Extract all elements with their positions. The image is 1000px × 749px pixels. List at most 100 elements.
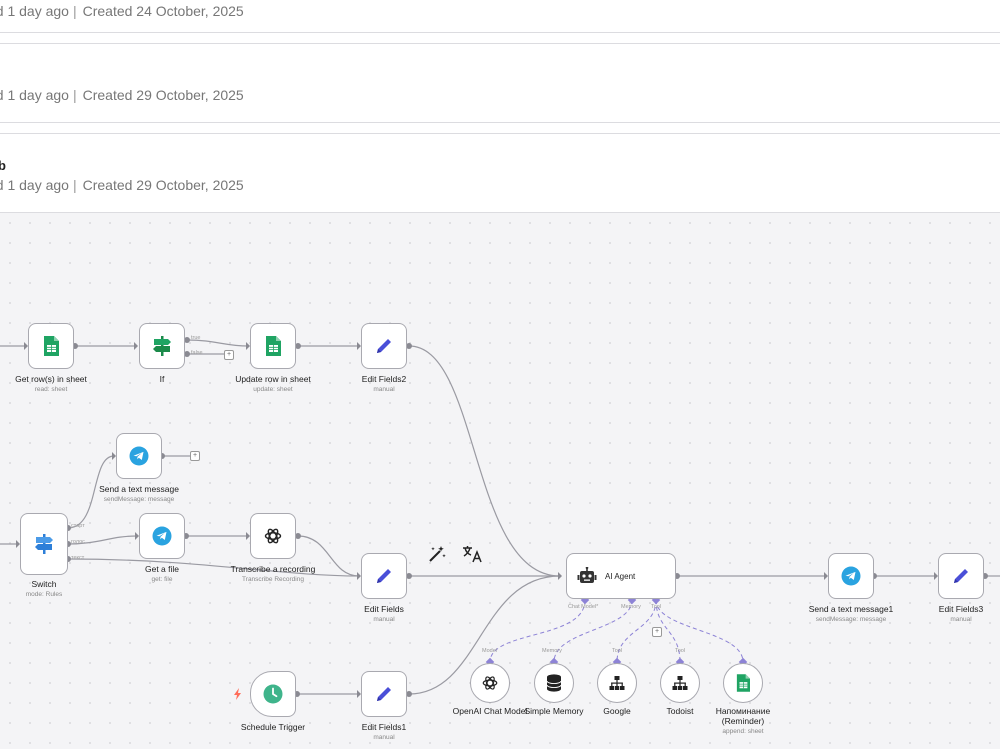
workflow-title: b [0, 158, 6, 173]
workflow-meta: ed 1 day ago|Created 29 October, 2025 [0, 87, 244, 103]
node-google[interactable] [597, 663, 637, 703]
node-edit-fields1[interactable] [361, 671, 407, 717]
node-label: AI Agent [605, 571, 636, 581]
node-ai-agent[interactable]: AI Agent [566, 553, 676, 599]
google-sheets-icon [736, 674, 750, 692]
port-label: голос [71, 539, 85, 545]
node-hover-toolbar [420, 538, 490, 570]
port-label: старт [71, 523, 85, 529]
node-schedule-trigger[interactable] [250, 671, 296, 717]
node-label: Transcribe a recording [230, 564, 316, 574]
node-label: Update row in sheet [235, 374, 311, 384]
node-subtitle: get: file [151, 576, 173, 583]
pencil-icon [377, 687, 391, 701]
workflow-created: Created 29 October, 2025 [82, 87, 244, 103]
if-signpost-icon [153, 336, 171, 356]
node-label: Edit Fields1 [361, 722, 407, 732]
node-subtitle: Transcribe Recording [242, 576, 304, 583]
telegram-icon [152, 526, 172, 546]
workflow-list: ed 1 day ago|Created 24 October, 2025 ed… [0, 0, 1000, 213]
port-label-false: false [191, 350, 203, 356]
node-edit-fields3[interactable] [938, 553, 984, 599]
workflow-created: Created 24 October, 2025 [82, 3, 244, 19]
add-node-button[interactable]: + [224, 350, 234, 360]
workflow-canvas[interactable]: Get row(s) in sheet read: sheet true fal… [0, 213, 1000, 749]
port-label-tool: Tool [651, 604, 662, 610]
node-label: Get row(s) in sheet [15, 374, 87, 384]
port-label: Model [482, 648, 497, 654]
google-sheets-icon [44, 336, 59, 356]
port-label: текст [71, 555, 85, 561]
node-subtitle: manual [373, 616, 395, 623]
translate-icon[interactable] [461, 544, 483, 564]
node-subtitle: manual [373, 386, 395, 393]
node-get-rows[interactable] [28, 323, 74, 369]
node-subtitle: sendMessage: message [815, 616, 887, 623]
lightning-icon [234, 688, 241, 700]
workflow-card[interactable]: b ed 1 day ago|Created 29 October, 2025 [0, 133, 1000, 213]
port-label: Memory [542, 648, 562, 654]
port-label: Tool [612, 648, 623, 654]
node-subtitle: append: sheet [722, 728, 764, 735]
node-label: Edit Fields2 [361, 374, 407, 384]
node-subtitle: update: sheet [253, 386, 293, 393]
node-edit-fields[interactable] [361, 553, 407, 599]
node-label: Send a text message [99, 484, 179, 494]
node-label: OpenAI Chat Model [452, 706, 528, 716]
add-node-button[interactable]: + [190, 451, 200, 461]
clock-icon [263, 684, 283, 704]
node-send-text[interactable] [116, 433, 162, 479]
node-subtitle: mode: Rules [25, 591, 63, 598]
node-subtitle: manual [950, 616, 972, 623]
pencil-icon [377, 569, 391, 583]
add-tool-button[interactable]: + [652, 627, 662, 637]
google-sheets-icon [266, 336, 281, 356]
node-label: Google [603, 706, 631, 716]
node-subtitle: manual [373, 734, 395, 741]
node-label: Schedule Trigger [240, 722, 306, 732]
telegram-icon [841, 566, 861, 586]
switch-signpost-icon [35, 534, 53, 554]
node-get-file[interactable] [139, 513, 185, 559]
workflow-meta: ed 1 day ago|Created 24 October, 2025 [0, 3, 244, 19]
node-update-row[interactable] [250, 323, 296, 369]
node-edit-fields2[interactable] [361, 323, 407, 369]
sitemap-icon [609, 676, 625, 690]
node-send-text1[interactable] [828, 553, 874, 599]
node-subtitle: sendMessage: message [103, 496, 175, 503]
node-label: Simple Memory [524, 706, 584, 716]
node-label: Switch [31, 579, 57, 589]
workflow-updated: ed 1 day ago [0, 3, 69, 19]
workflow-meta: ed 1 day ago|Created 29 October, 2025 [0, 177, 244, 193]
workflow-created: Created 29 October, 2025 [82, 177, 244, 193]
node-simple-memory[interactable] [534, 663, 574, 703]
telegram-icon [129, 446, 149, 466]
sitemap-icon [672, 676, 688, 690]
magic-wand-icon[interactable] [427, 544, 447, 564]
node-todoist[interactable] [660, 663, 700, 703]
pencil-icon [954, 569, 968, 583]
workflow-card[interactable]: ed 1 day ago|Created 24 October, 2025 [0, 0, 1000, 33]
workflow-card[interactable]: ed 1 day ago|Created 29 October, 2025 [0, 43, 1000, 123]
node-openai-chat-model[interactable] [470, 663, 510, 703]
database-icon [546, 674, 562, 692]
node-switch[interactable] [20, 513, 68, 575]
node-reminder[interactable] [723, 663, 763, 703]
node-label: Get a file [144, 564, 180, 574]
openai-icon [482, 676, 498, 690]
openai-icon [264, 528, 282, 544]
node-if[interactable] [139, 323, 185, 369]
workflow-updated: ed 1 day ago [0, 177, 69, 193]
node-label: Edit Fields3 [938, 604, 984, 614]
node-label: Напоминание (Reminder) [715, 706, 771, 726]
connections-layer [0, 337, 1000, 698]
node-label: Edit Fields [364, 604, 404, 614]
node-transcribe[interactable] [250, 513, 296, 559]
workflow-updated: ed 1 day ago [0, 87, 69, 103]
node-label: Todoist [666, 706, 694, 716]
pencil-icon [377, 339, 391, 353]
node-subtitle: read: sheet [34, 386, 68, 393]
port-label-chat-model: Chat Model* [568, 604, 599, 610]
robot-icon [577, 567, 597, 583]
node-label: If [159, 374, 165, 384]
